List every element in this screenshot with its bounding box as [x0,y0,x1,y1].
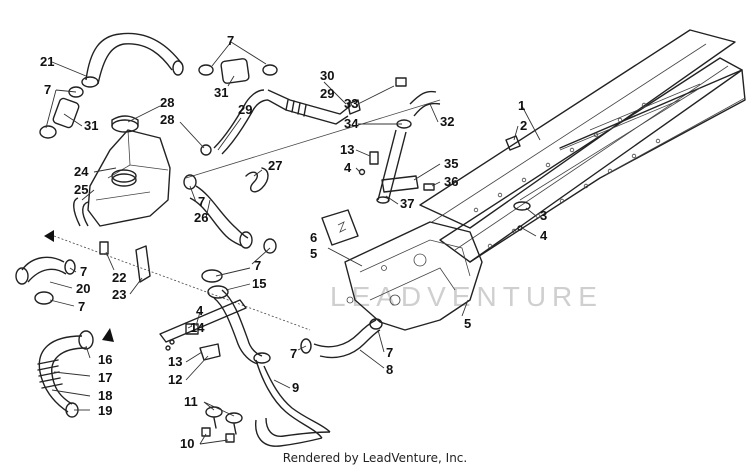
callout-7-top: 7 [227,33,234,48]
callout-29: 29 [238,102,252,117]
callout-15: 15 [252,276,266,291]
callout-labels: 21 7 31 7 31 28 28 30 29 29 24 25 7 26 2… [40,33,548,451]
clamp-part-7-h [64,259,76,275]
callout-4-right: 4 [540,228,548,243]
callout-21: 22 [112,270,126,285]
fitting-part-21 [99,241,109,255]
fitting-part-34 [395,77,407,87]
hose-part-8 [313,319,381,359]
callout-17: 17 [98,370,112,385]
spring-part-26 [245,167,269,193]
callout-7-b: 7 [386,345,393,360]
callout-16: 16 [98,352,112,367]
upper-hose-part-32 [81,32,184,88]
reservoir-cap-part-27 [111,115,139,133]
callout-5-left: 5 [310,246,317,261]
hose-part-15 [207,285,263,365]
callout-4-lower: 4 [196,303,204,318]
hose-part-30 [267,89,351,125]
hose-part-20 [15,256,67,285]
hose-part-9 [253,352,331,447]
nut-part-4-upper [358,168,366,176]
fitting-part-28-upper [347,99,361,115]
arrow-a [44,230,54,242]
callout-23: 24 [74,164,89,179]
callout-8: 8 [386,362,393,377]
callout-4-upper: 4 [344,160,352,175]
callout-7-h: 7 [80,264,87,279]
hose-part-29 [213,89,269,155]
bolt-part-10 [201,427,235,443]
callout-3: 3 [540,208,547,223]
callout-6: 6 [310,230,317,245]
clamp-part-7-f [263,238,277,254]
callout-5-right: 5 [464,316,471,331]
front-heat-exchanger [344,221,483,331]
clamp-part-7-b [369,318,383,330]
callout-35: 34 [344,116,359,131]
hose-part-33 [409,90,441,117]
callout-12: 12 [168,372,182,387]
callout-7-f: 7 [254,258,261,273]
callout-10: 10 [180,436,194,451]
bracket-part-36 [381,175,419,193]
coolant-reservoir-part-23 [87,129,171,227]
callout-13-lower: 13 [168,354,182,369]
coupler-part-31-left [39,86,84,139]
hose-part-38 [376,129,407,204]
callout-27: 28 [160,95,174,110]
clamp-part-7-d [201,269,223,283]
rail-rivets [473,102,661,249]
callout-9: 9 [292,380,299,395]
callout-7-g: 7 [78,299,85,314]
footer-credit: Rendered by LeadVenture, Inc. [282,451,468,465]
callout-18: 18 [98,388,112,403]
callout-36: 35 [444,156,458,171]
callout-1: 1 [518,98,525,113]
overflow-hose-part-24 [73,197,89,227]
callout-28-right: 29 [320,86,334,101]
callout-38: 37 [400,196,414,211]
callout-13-upper: 13 [340,142,354,157]
callout-11: 11 [184,394,198,409]
hose-part-25 [189,185,253,249]
clamp-part-7-g [34,291,54,305]
callout-34: 33 [344,96,358,111]
bracket-part-22 [135,245,151,283]
plate-part-2 [505,135,521,151]
coupler-part-31-top [198,58,278,84]
callout-31-top: 31 [214,85,228,100]
callout-31-left: 31 [84,118,98,133]
callout-7-e: 7 [198,194,205,209]
callout-24: 25 [74,182,88,197]
callout-28-left: 28 [160,112,174,127]
callout-32: 21 [40,54,54,69]
heat-exchanger-rails [419,29,746,263]
arrow-b [102,328,114,342]
callout-26: 27 [268,158,282,173]
callout-7-c: 7 [290,346,297,361]
leader-lines [45,41,541,445]
callout-33: 32 [440,114,454,129]
decal-part-6 [321,209,359,246]
callout-25: 26 [194,210,208,225]
callout-30: 30 [320,68,334,83]
lower-left-hose-part-17 [37,330,94,418]
clamp-part-11 [205,406,243,435]
fitting-part-28-lower [200,144,212,156]
clamp-part-7-c [300,338,312,354]
callout-37: 36 [444,174,458,189]
clamp-part-7-e [183,174,197,190]
callout-14: 14 [190,320,205,335]
spring-part-13-upper [369,151,379,165]
callout-22: 23 [112,287,126,302]
bolt-part-37 [423,183,435,191]
watermark: LEADVENTURE [330,281,603,312]
callout-2: 2 [520,118,527,133]
callout-19: 19 [98,403,112,418]
callout-7-left: 7 [44,82,51,97]
callout-20: 20 [76,281,90,296]
bracket-assembly-12-14 [159,299,247,361]
